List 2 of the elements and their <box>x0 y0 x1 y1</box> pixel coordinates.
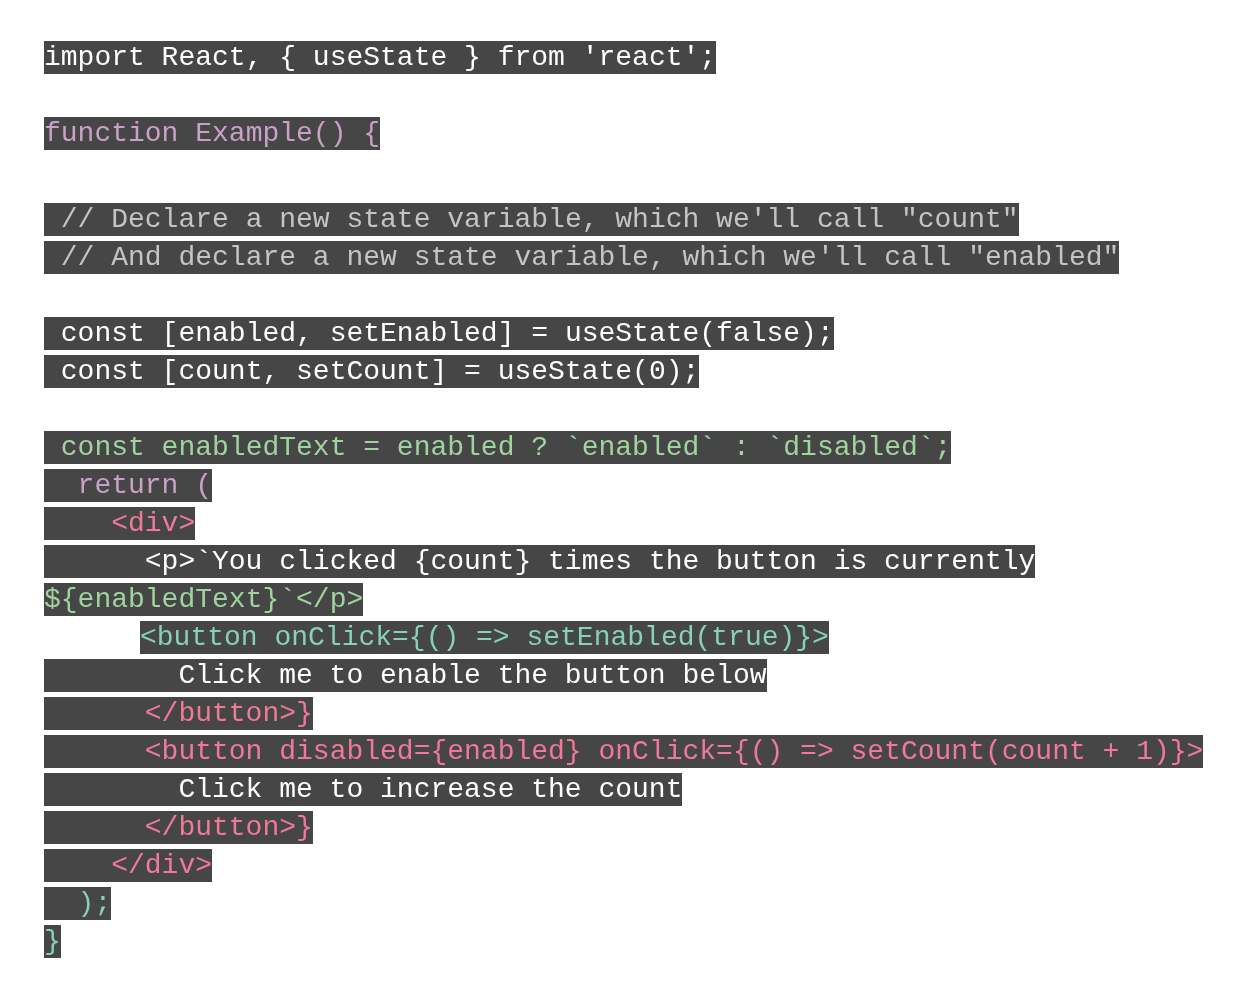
code-comment: // Declare a new state variable, which we'll call "count" <box>44 203 1019 236</box>
code-comment: // And declare a new state variable, which we'll call "enabled" <box>44 241 1120 274</box>
